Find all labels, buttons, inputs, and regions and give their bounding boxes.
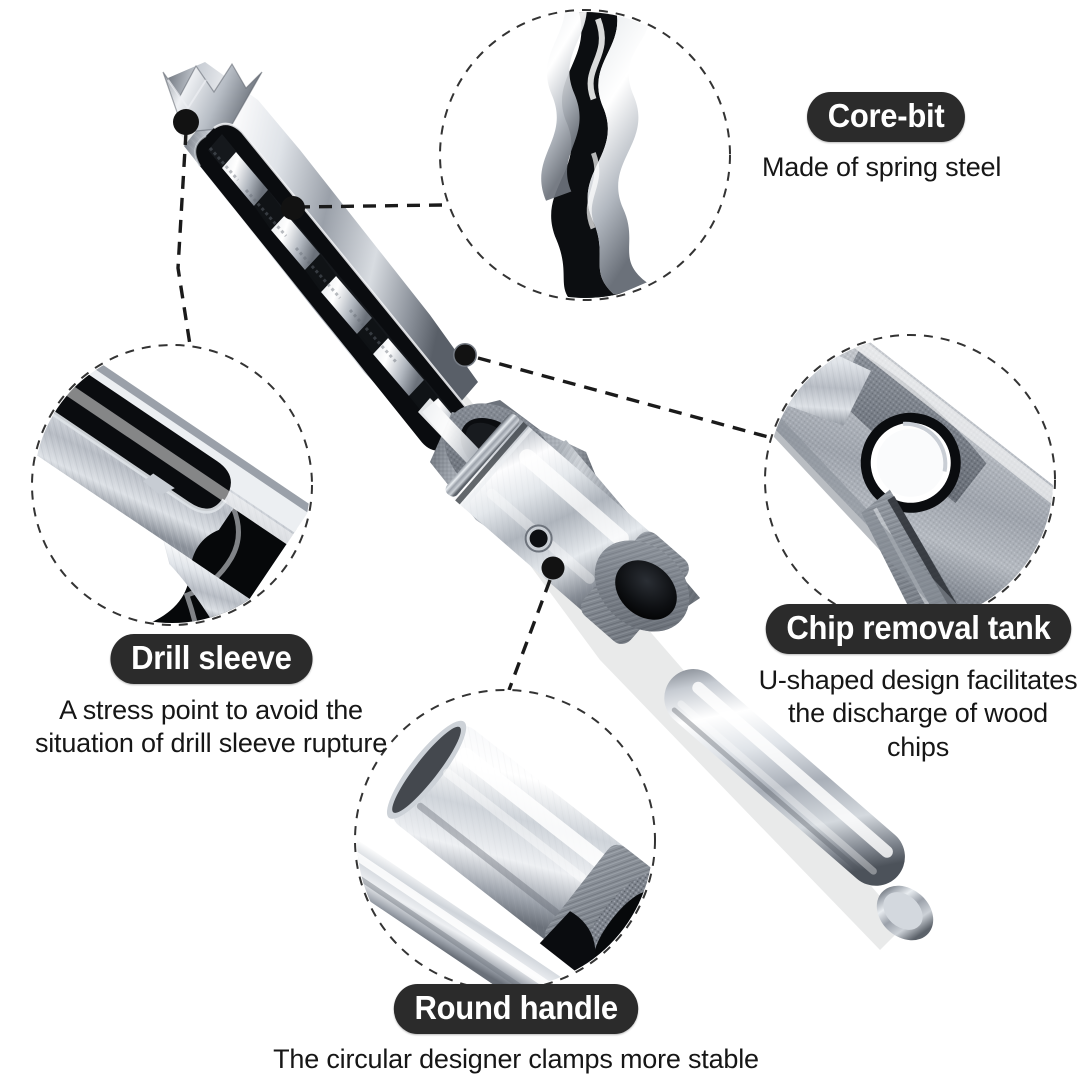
- chip-removal-tank-description: U-shaped design facilitates the discharg…: [758, 664, 1078, 762]
- detail-round-shank-handle: [357, 720, 653, 988]
- leader-dots: [173, 109, 565, 580]
- detail-chisel-sleeve-cutaway: [34, 347, 310, 623]
- callout-circle-chip-removal: [764, 334, 1056, 626]
- product-main-body: [162, 62, 934, 950]
- callout-label-drill-sleeve: Drill sleeve A stress point to avoid the…: [20, 634, 402, 761]
- callout-circle-core-bit: [439, 9, 731, 301]
- leader-line-drill-sleeve: [176, 131, 192, 346]
- core-bit-description: Made of spring steel: [762, 151, 1002, 182]
- leader-line-chip-removal: [477, 356, 773, 440]
- core-bit-title: Core-bit: [807, 92, 966, 142]
- callout-label-chip-removal: Chip removal tank U-shaped design facili…: [756, 604, 1080, 764]
- callout-label-core-bit: Core-bit Made of spring steel: [744, 92, 1074, 184]
- callout-ring-round-handle: [354, 689, 656, 991]
- leader-lines: [176, 131, 773, 691]
- detail-auger-twist-bit: [541, 12, 649, 298]
- leader-line-round-handle: [507, 579, 552, 691]
- round-handle-title: Round handle: [393, 984, 639, 1034]
- leader-line-core-bit: [296, 203, 443, 209]
- drill-sleeve-barrel: [445, 413, 700, 644]
- detail-u-shaped-chip-slot: [767, 337, 1053, 623]
- callout-circle-round-handle: [354, 689, 656, 991]
- engraved-marking: [208, 147, 398, 363]
- leader-dot-core-bit: [281, 196, 305, 220]
- chip-removal-tank-title: Chip removal tank: [765, 604, 1072, 654]
- leader-dot-drill-sleeve: [173, 109, 199, 135]
- drill-sleeve-description: A stress point to avoid the situation of…: [34, 694, 388, 759]
- round-shank-handle: [664, 669, 934, 941]
- callout-ring-drill-sleeve: [31, 344, 313, 626]
- callout-label-round-handle: Round handle The circular designer clamp…: [256, 984, 776, 1076]
- drill-sleeve-title: Drill sleeve: [110, 634, 312, 684]
- callout-circle-drill-sleeve: [31, 344, 313, 626]
- callout-ring-core-bit: [439, 9, 731, 301]
- round-handle-description: The circular designer clamps more stable: [273, 1043, 759, 1074]
- leader-dot-round-handle: [541, 556, 565, 580]
- leader-dot-chip-removal: [454, 344, 476, 366]
